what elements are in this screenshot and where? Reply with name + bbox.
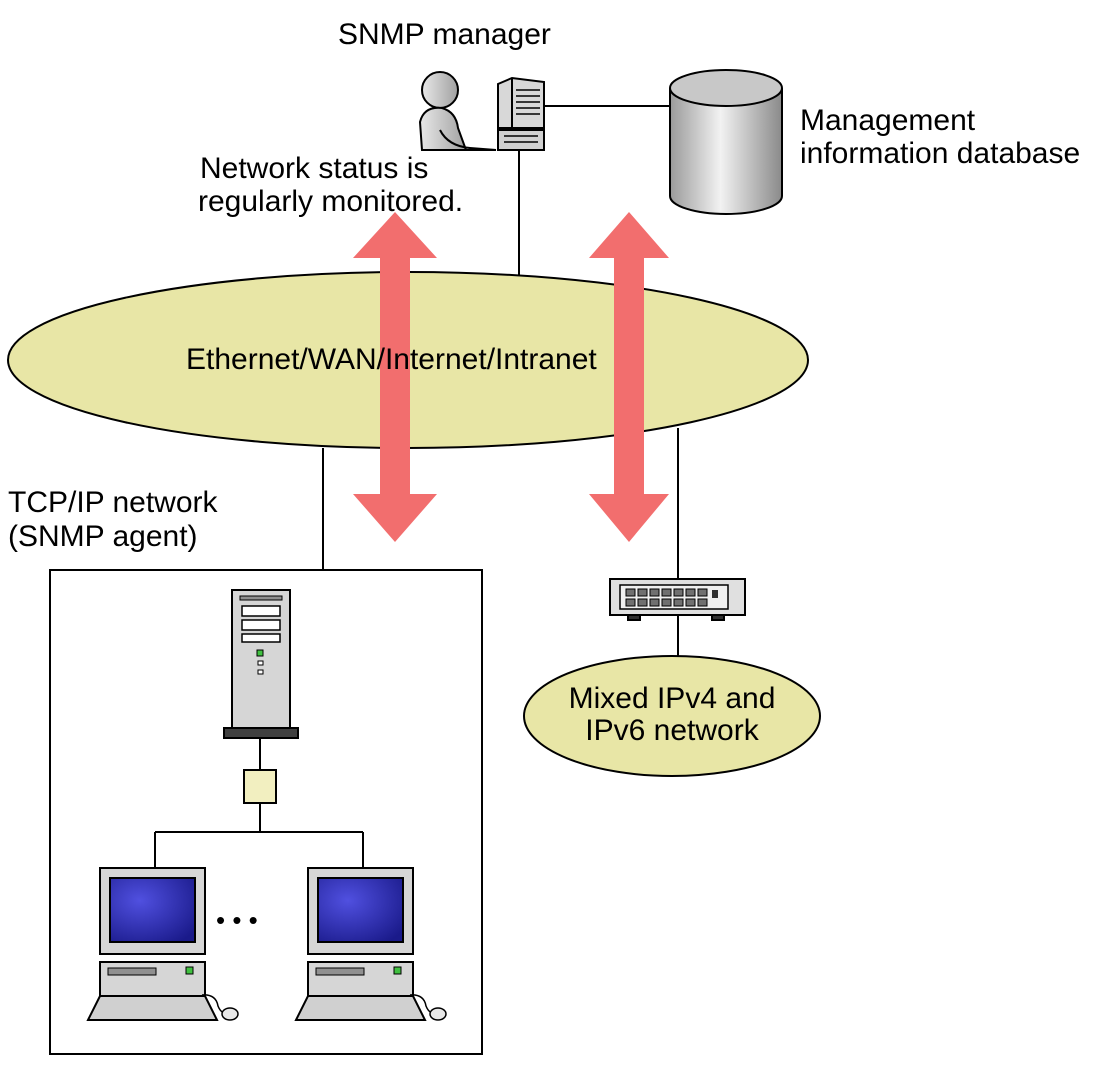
database-icon xyxy=(669,69,783,215)
manager-computer-icon xyxy=(497,76,545,151)
server-icon xyxy=(223,589,299,739)
ellipsis-dots: • • • xyxy=(216,905,258,935)
mib-label-line1: Management xyxy=(800,104,976,137)
mixed-network-label-line2: IPv6 network xyxy=(585,714,759,747)
hub-icon xyxy=(243,769,277,804)
client-computer-icon xyxy=(294,867,447,1021)
connection-lines xyxy=(154,105,679,868)
agent-label-line1: TCP/IP network xyxy=(8,486,218,519)
person-icon xyxy=(418,71,497,151)
agent-label-line2: (SNMP agent) xyxy=(8,520,198,553)
monitoring-arrow-left xyxy=(353,212,437,542)
agent-network-box xyxy=(49,569,483,1055)
monitoring-arrow-right xyxy=(589,212,669,542)
monitoring-label-line1: Network status is xyxy=(200,152,429,185)
monitoring-label-line2: regularly monitored. xyxy=(198,185,464,218)
switch-icon xyxy=(609,578,746,621)
snmp-manager-label: SNMP manager xyxy=(338,18,551,51)
mixed-network-ellipse xyxy=(523,655,821,777)
main-network-label: Ethernet/WAN/Internet/Intranet xyxy=(186,343,597,376)
mib-label-line2: information database xyxy=(800,137,1081,170)
client-computer-icon xyxy=(86,867,239,1021)
mixed-network-label-line1: Mixed IPv4 and xyxy=(568,682,776,715)
